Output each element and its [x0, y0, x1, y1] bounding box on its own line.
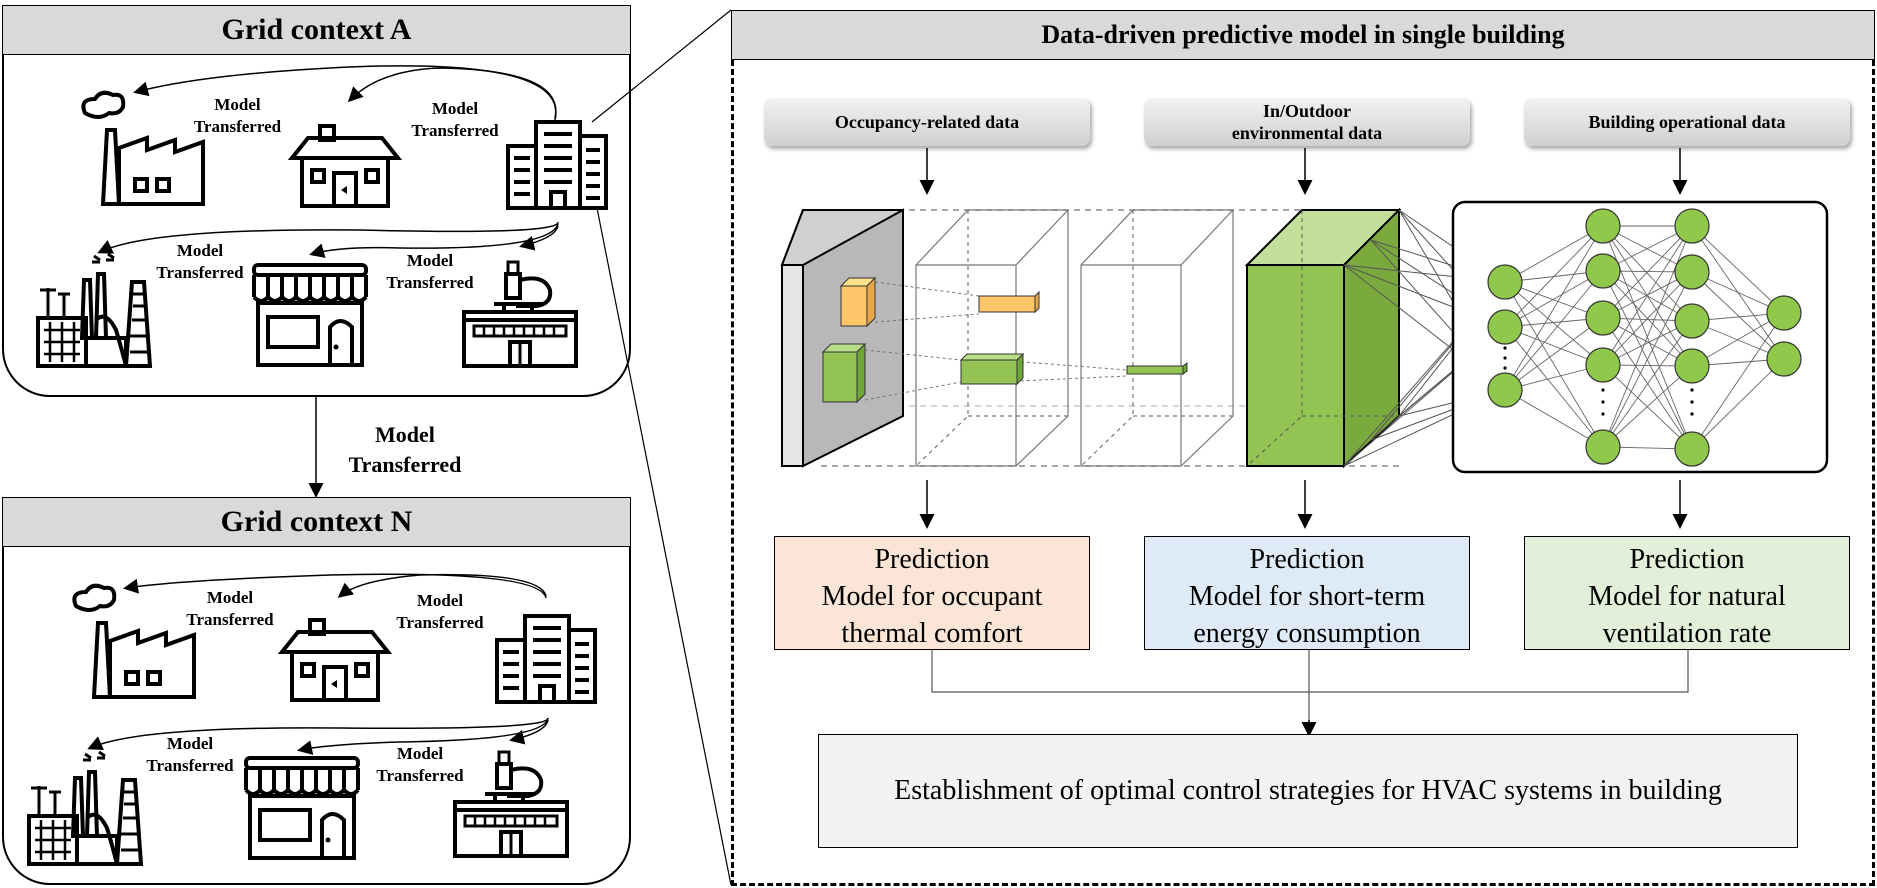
- nn-edge: [1602, 365, 1693, 448]
- prediction-line: Model for short-term: [1188, 581, 1426, 612]
- nn-edge: [1602, 225, 1693, 319]
- ellipsis-dot: [1601, 412, 1605, 416]
- nn-node: [1487, 372, 1523, 408]
- input-occupancy-data: Occupancy-related data: [764, 98, 1090, 146]
- prediction-line: ventilation rate: [1602, 618, 1772, 649]
- input-operational-data: Building operational data: [1524, 98, 1850, 146]
- conv-layer-2: [1080, 209, 1234, 467]
- ellipsis-dot: [1690, 400, 1694, 404]
- ellipsis-dot: [1503, 346, 1507, 350]
- ellipsis-dot: [1503, 366, 1507, 370]
- nn-node: [1585, 253, 1621, 289]
- nn-node: [1585, 208, 1621, 244]
- grid-n-transfer-label: Model Transferred: [186, 588, 274, 629]
- nn-edge: [1691, 271, 1785, 360]
- nn-edge: [1602, 225, 1693, 322]
- nn-edge: [1504, 281, 1604, 448]
- feature-map-layer: [1244, 207, 1402, 469]
- grid-n-transfer-label: Model Transferred: [396, 591, 484, 632]
- nn-node: [1674, 348, 1710, 384]
- nn-edge: [1691, 358, 1785, 450]
- nn-edge: [1504, 225, 1604, 391]
- nn-edge: [1602, 320, 1693, 448]
- nn-node: [1674, 208, 1710, 244]
- nn-edge: [1504, 225, 1604, 328]
- ellipsis-dot: [1690, 388, 1694, 392]
- ellipsis-dot: [1503, 356, 1507, 360]
- nn-edge: [1602, 271, 1693, 448]
- nn-edge: [1691, 312, 1785, 367]
- nn-edge: [1691, 225, 1785, 314]
- nn-edge: [1504, 326, 1604, 448]
- prediction-line: Model for natural: [1588, 581, 1786, 612]
- small-feature-green: [959, 352, 1025, 386]
- ellipsis-dot: [1690, 412, 1694, 416]
- nn-edge: [1691, 312, 1785, 450]
- grid-a-title: Grid context A: [2, 5, 631, 55]
- grid-a-transfer-label: Model Transferred: [411, 99, 499, 140]
- grid-illustrations: [27, 65, 608, 866]
- nn-node: [1487, 264, 1523, 300]
- nn-node: [1487, 309, 1523, 345]
- hvac-control-strategy-box: Establishment of optimal control strateg…: [818, 734, 1798, 848]
- nn-edge: [1504, 389, 1604, 448]
- nn-node: [1585, 429, 1621, 465]
- predictive-model-panel: [731, 60, 1875, 886]
- prediction-line: Prediction: [1249, 544, 1365, 575]
- nn-edge: [1504, 270, 1604, 391]
- nn-node: [1766, 295, 1802, 331]
- grid-n-transfer-label: Model Transferred: [146, 734, 234, 775]
- grid-a-transfer-label: Model Transferred: [193, 95, 282, 136]
- prediction-ventilation-rate: Prediction Model for natural ventilation…: [1524, 536, 1850, 650]
- prediction-thermal-comfort: Prediction Model for occupant thermal co…: [774, 536, 1090, 650]
- ellipsis-dot: [1601, 400, 1605, 404]
- cnn-network-diagram: [780, 148, 1829, 737]
- grid-a-transfer-label: Model Transferred: [386, 251, 474, 292]
- panel-title: Data-driven predictive model in single b…: [731, 10, 1875, 60]
- nn-node: [1766, 341, 1802, 377]
- prediction-line: Model for occupant: [821, 581, 1043, 612]
- nn-node: [1674, 431, 1710, 467]
- feature-cube-green: [821, 342, 867, 404]
- nn-node: [1674, 254, 1710, 290]
- nn-edge: [1504, 270, 1604, 328]
- feature-cube-orange: [839, 276, 877, 328]
- grid-a-transfer-label: Model Transferred: [156, 241, 244, 282]
- input-layer: [780, 208, 905, 468]
- input-environmental-data: In/Outdoor environmental data: [1144, 98, 1470, 146]
- neural-network-box: [1451, 200, 1829, 474]
- prediction-energy-consumption: Prediction Model for short-term energy c…: [1144, 536, 1470, 650]
- nn-edge: [1504, 225, 1604, 283]
- nn-edge: [1602, 225, 1693, 366]
- prediction-line: Prediction: [874, 544, 990, 575]
- prediction-line: thermal comfort: [841, 618, 1023, 649]
- nn-node: [1674, 303, 1710, 339]
- nn-node: [1585, 347, 1621, 383]
- between-grid-transfer-label: Model Transferred: [348, 422, 462, 477]
- nn-edge: [1504, 317, 1604, 391]
- tiny-feature-green: [1126, 362, 1188, 375]
- nn-edge: [1602, 271, 1693, 366]
- nn-edge: [1504, 281, 1604, 366]
- small-feature-orange: [978, 290, 1040, 314]
- prediction-line: energy consumption: [1193, 618, 1421, 649]
- grid-n-transfer-label: Model Transferred: [376, 744, 464, 785]
- prediction-line: Prediction: [1629, 544, 1745, 575]
- conv-layer-1: [915, 209, 1069, 467]
- nn-node: [1585, 300, 1621, 336]
- ellipsis-dot: [1601, 388, 1605, 392]
- grid-n-title: Grid context N: [2, 497, 631, 547]
